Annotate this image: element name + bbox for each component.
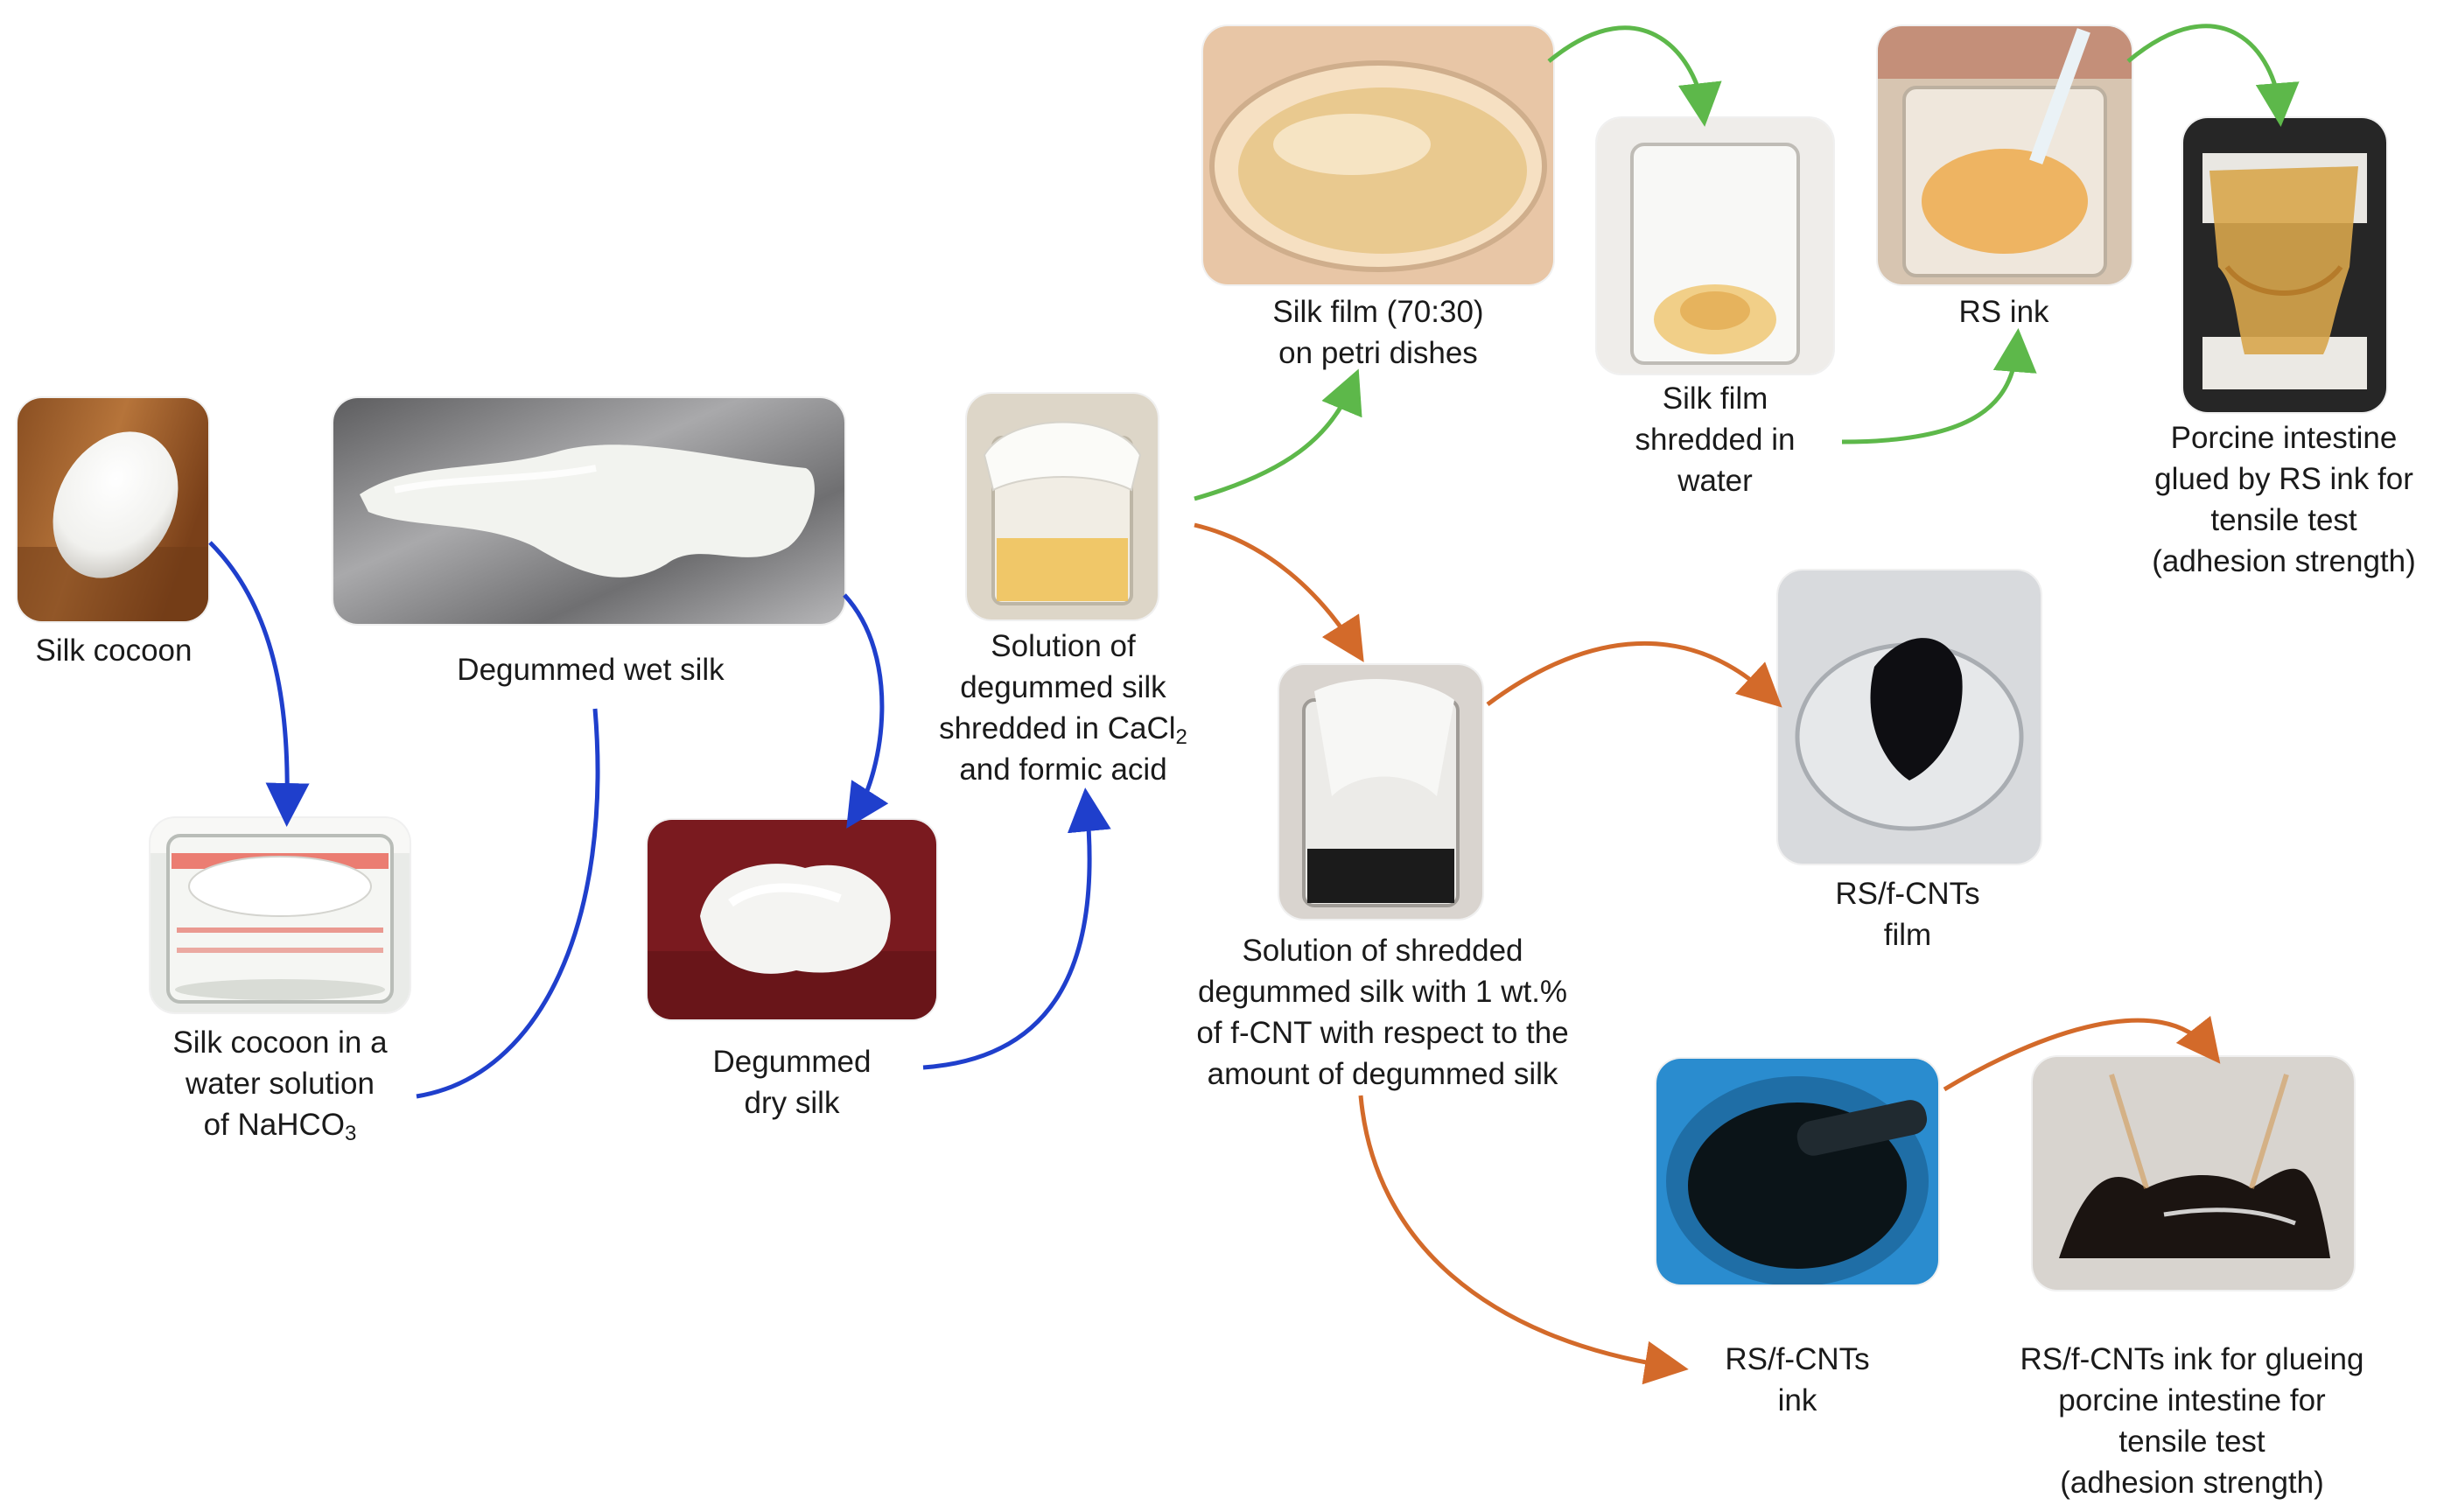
arrow-cacl2-to-petri <box>1194 368 1362 501</box>
label-line: water <box>1677 464 1753 498</box>
nahco3-subscript: 3 <box>345 1122 357 1145</box>
label-line: degummed silk <box>960 670 1166 704</box>
label-line: tensile test <box>2210 503 2357 537</box>
cacl2-subscript: 2 <box>1175 725 1187 749</box>
label-line: of f-CNT with respect to the <box>1196 1016 1569 1050</box>
label-line: on petri dishes <box>1278 336 1478 370</box>
label-line: glued by RS ink for <box>2154 462 2413 496</box>
label-solution-cacl2: Solution of degummed silk shredded in Ca… <box>910 626 1216 790</box>
label-silk-cocoon: Silk cocoon <box>9 630 219 671</box>
label-line: (adhesion strength) <box>2060 1466 2324 1500</box>
degummed-dry-silk-photo <box>648 820 936 1019</box>
arrow-cocoon-to-solution <box>208 541 310 827</box>
silk-cocoon-photo <box>18 398 208 621</box>
label-line: (adhesion strength) <box>2152 544 2416 578</box>
label-rs-fcnt-ink: RS/f-CNTs ink <box>1692 1339 1902 1421</box>
label-line: and formic acid <box>959 752 1167 787</box>
label-line: RS/f-CNTs ink for glueing <box>2020 1342 2364 1376</box>
label-silk-film-petri: Silk film (70:30) on petri dishes <box>1221 291 1536 374</box>
arrow-solution-to-wet-silk <box>416 708 600 1099</box>
arrow-fcnt-to-film <box>1486 640 1782 708</box>
rs-ink-photo <box>1878 26 2132 284</box>
label-line: RS ink <box>1958 295 2049 329</box>
solution-cacl2-photo <box>967 394 1158 620</box>
label-line-nahco3: of NaHCO3 <box>127 1104 433 1145</box>
arrow-petri-to-shredded <box>1547 25 1722 127</box>
cacl2-prefix: shredded in CaCl <box>939 711 1176 746</box>
label-line-cacl2: shredded in CaCl2 <box>910 708 1216 749</box>
solution-fcnt-photo <box>1279 665 1482 919</box>
arrow-wet-silk-to-dry-silk <box>843 593 889 829</box>
arrow-cacl2-to-fcnt <box>1194 522 1364 662</box>
label-line: Silk film (70:30) <box>1272 295 1484 329</box>
arrow-dry-silk-to-cacl2 <box>922 788 1111 1070</box>
label-line: Solution of shredded <box>1242 934 1523 968</box>
porcine-rs-test-photo <box>2183 118 2386 412</box>
arrow-rs-ink-to-test <box>2126 24 2300 127</box>
label-line: porcine intestine for <box>2058 1383 2326 1418</box>
label-line: RS/f-CNTs <box>1835 877 1980 911</box>
cocoon-solution-photo <box>151 818 410 1012</box>
label-line: Degummed wet silk <box>457 653 725 687</box>
label-line: degummed silk with 1 wt.% <box>1197 975 1568 1009</box>
label-line: tensile test <box>2118 1424 2265 1459</box>
arrow-fcnt-to-ink <box>1358 1095 1689 1385</box>
label-line: film <box>1883 918 1932 952</box>
label-silk-film-shredded: Silk film shredded in water <box>1593 378 1838 501</box>
label-line: water solution <box>186 1067 375 1101</box>
nahco3-prefix: of NaHCO <box>203 1108 346 1142</box>
silk-film-shredded-photo <box>1597 118 1833 374</box>
label-line: Solution of <box>991 629 1136 663</box>
silk-film-petri-photo <box>1203 26 1553 284</box>
label-line: Silk film <box>1662 382 1768 416</box>
label-line: amount of degummed silk <box>1207 1057 1558 1091</box>
arrow-shredded-to-rs-ink <box>1841 328 2037 444</box>
label-rs-ink: RS ink <box>1916 291 2091 332</box>
label-rs-fcnt-film: RS/f-CNTs film <box>1803 873 2013 956</box>
rs-fcnt-ink-photo <box>1656 1059 1938 1284</box>
label-rs-fcnt-glue: RS/f-CNTs ink for glueing porcine intest… <box>1991 1339 2393 1503</box>
label-line: Degummed <box>712 1045 872 1079</box>
arrow-ink-to-glue <box>1943 1015 2221 1092</box>
label-degummed-wet-silk: Degummed wet silk <box>398 649 783 690</box>
rs-fcnt-glue-photo <box>2033 1057 2354 1290</box>
rs-fcnt-film-photo <box>1778 570 2041 864</box>
label-degummed-dry-silk: Degummed dry silk <box>665 1041 919 1124</box>
label-line: Silk cocoon in a <box>172 1026 388 1060</box>
label-line: ink <box>1777 1383 1817 1418</box>
label-line: shredded in <box>1635 423 1796 457</box>
label-porcine-rs-test: Porcine intestine glued by RS ink for te… <box>2118 417 2450 582</box>
label-line: Porcine intestine <box>2170 421 2398 455</box>
label-solution-fcnt: Solution of shredded degummed silk with … <box>1164 930 1601 1095</box>
label-line: RS/f-CNTs <box>1725 1342 1870 1376</box>
label-cocoon-in-solution: Silk cocoon in a water solution of NaHCO… <box>127 1022 433 1145</box>
label-line: dry silk <box>744 1086 840 1120</box>
degummed-wet-silk-photo <box>333 398 844 624</box>
label-line: Silk cocoon <box>35 634 193 668</box>
